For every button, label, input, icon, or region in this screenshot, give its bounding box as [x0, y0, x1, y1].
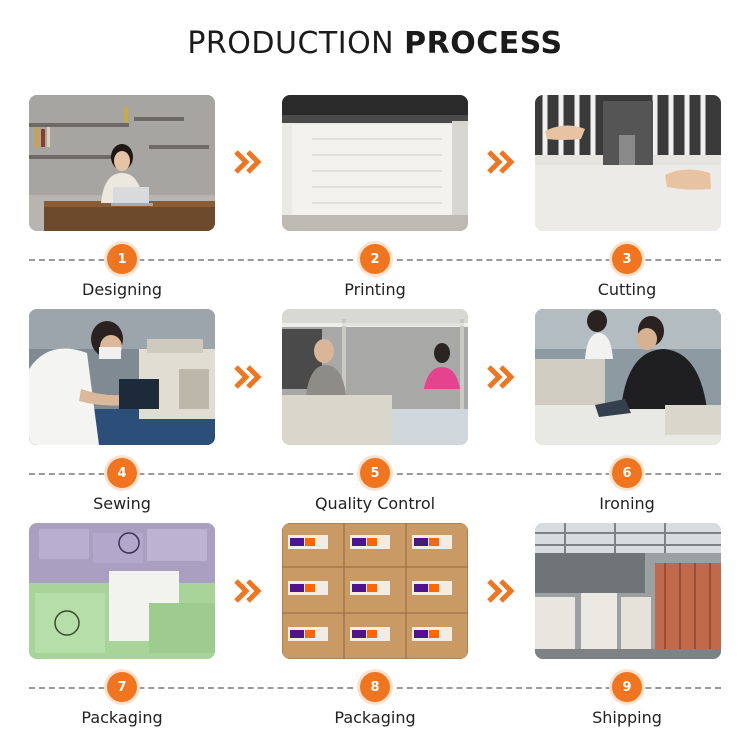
- page-title: PRODUCTION PROCESS: [0, 26, 750, 61]
- cutting-photo: [535, 95, 721, 231]
- step-number-badge: 5: [360, 458, 390, 488]
- packaging-photo-boxes: [282, 523, 468, 659]
- step-label: Printing: [344, 280, 406, 299]
- step-label: Packaging: [81, 708, 163, 727]
- step-number-badge: 3: [612, 244, 642, 274]
- step-number-badge: 4: [107, 458, 137, 488]
- printing-photo: [282, 95, 468, 231]
- step-number-badge: 7: [107, 672, 137, 702]
- step-number-badge: 8: [360, 672, 390, 702]
- double-chevron-right-icon: [234, 150, 264, 174]
- step-number-badge: 1: [107, 244, 137, 274]
- shipping-photo: [535, 523, 721, 659]
- step-label: Quality Control: [314, 494, 436, 513]
- title-light: PRODUCTION: [187, 26, 405, 61]
- step-label: Designing: [82, 280, 162, 299]
- step-number-badge: 6: [612, 458, 642, 488]
- step-label: Packaging: [334, 708, 416, 727]
- double-chevron-right-icon: [487, 365, 517, 389]
- step-number-badge: 2: [360, 244, 390, 274]
- packaging-photo-bags: [29, 523, 215, 659]
- double-chevron-right-icon: [234, 579, 264, 603]
- quality-control-photo: [282, 309, 468, 445]
- ironing-photo: [535, 309, 721, 445]
- sewing-photo: [29, 309, 215, 445]
- double-chevron-right-icon: [487, 579, 517, 603]
- double-chevron-right-icon: [487, 150, 517, 174]
- step-label: Sewing: [93, 494, 151, 513]
- step-number-badge: 9: [612, 672, 642, 702]
- double-chevron-right-icon: [234, 365, 264, 389]
- designing-photo: [29, 95, 215, 231]
- title-bold: PROCESS: [404, 26, 563, 61]
- step-label: Shipping: [592, 708, 662, 727]
- step-label: Cutting: [597, 280, 657, 299]
- step-label: Ironing: [599, 494, 655, 513]
